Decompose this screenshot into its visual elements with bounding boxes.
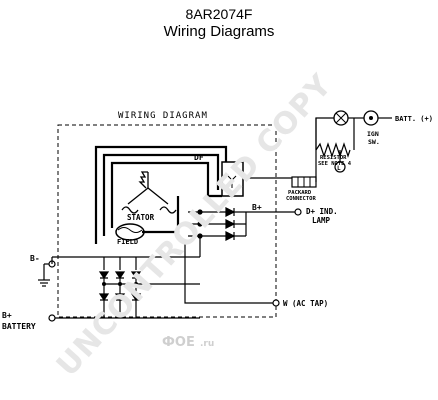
stator-label: STATOR xyxy=(127,213,155,222)
regulator-symbol-icon xyxy=(227,175,237,188)
ign-label: IGN xyxy=(367,130,379,138)
lamp-label: LAMP xyxy=(312,216,331,225)
d-plus-ind-label: D+ IND. xyxy=(306,207,338,216)
w-terminal xyxy=(272,299,280,307)
packard-label: PACKARD xyxy=(288,190,312,196)
field-label: FIELD xyxy=(117,238,138,246)
site-watermark: ФОЕ xyxy=(162,335,195,350)
b-minus-label: B- xyxy=(30,254,40,263)
site-domain-watermark: .ru xyxy=(200,339,214,349)
b-plus-label: B+ xyxy=(2,311,12,320)
w-ac-tap-label: W (AC TAP) xyxy=(283,299,328,308)
ground-icon xyxy=(38,263,52,287)
d-plus-terminal xyxy=(294,208,302,216)
alternator-housing xyxy=(57,124,277,318)
d-plus-inner-label: B+ xyxy=(252,203,262,212)
svg-text:L: L xyxy=(337,165,341,172)
b-plus-terminal xyxy=(48,314,56,322)
df-label: DF xyxy=(194,153,204,162)
diode-trio xyxy=(188,207,247,241)
battery-label: BATTERY xyxy=(2,322,36,331)
stator-windings xyxy=(121,171,177,214)
sw-label: SW. xyxy=(368,138,380,146)
connector-label: CONNECTOR xyxy=(286,196,316,202)
external-wiring xyxy=(315,117,392,182)
resistor-note: SEE NOTE 4 xyxy=(318,161,352,167)
resistor-label: RESISTOR xyxy=(320,155,347,161)
diagram-subtitle: Wiring Diagrams xyxy=(163,23,275,40)
batt-label: BATT. (+) xyxy=(395,115,433,123)
diagram-title: WIRING DIAGRAM xyxy=(118,111,208,121)
part-number: 8AR2074F xyxy=(185,6,253,22)
lamp-bulb-icon xyxy=(334,161,346,173)
rectifier-bridge xyxy=(52,236,276,319)
